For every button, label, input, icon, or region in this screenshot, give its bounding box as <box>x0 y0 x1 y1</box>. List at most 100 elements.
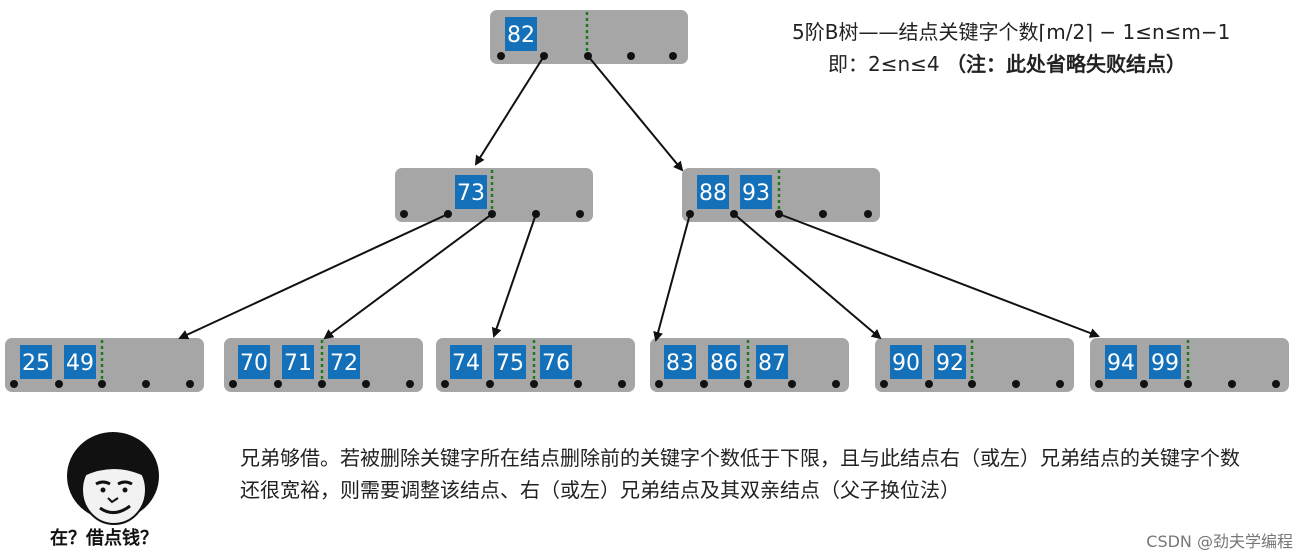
btree-node: 94 99 <box>1090 338 1289 392</box>
pointer-dot <box>880 380 888 388</box>
pointer-dot <box>864 210 872 218</box>
node-box <box>875 338 1074 392</box>
watermark: CSDN @劲夫学编程 <box>1146 532 1293 551</box>
pointer-dot <box>530 380 538 388</box>
key-label: 83 <box>666 351 694 376</box>
key-box <box>740 175 772 209</box>
key-label: 88 <box>699 181 727 206</box>
key-label: 49 <box>66 351 94 376</box>
key-box <box>282 345 314 379</box>
key-label: 87 <box>758 351 786 376</box>
btree-node: 88 93 <box>682 168 880 222</box>
key-box <box>20 345 52 379</box>
key-box <box>328 345 360 379</box>
key-box <box>505 17 537 51</box>
key-box <box>450 345 482 379</box>
key-box <box>238 345 270 379</box>
pointer-dot <box>274 380 282 388</box>
pointer-dot <box>98 380 106 388</box>
pointer-dot <box>186 380 194 388</box>
pointer-dot <box>627 52 635 60</box>
key-box <box>756 345 788 379</box>
pointer-dot <box>669 52 677 60</box>
key-label: 86 <box>710 351 738 376</box>
key-label: 94 <box>1107 351 1135 376</box>
pointer-dot <box>229 380 237 388</box>
pointer-dot <box>618 380 626 388</box>
pointer-dot <box>1056 380 1064 388</box>
pointer-dot <box>968 380 976 388</box>
pointer-dot <box>925 380 933 388</box>
edge-arrow <box>474 55 545 166</box>
node-box <box>490 10 688 64</box>
key-box <box>664 345 696 379</box>
key-label: 70 <box>240 351 268 376</box>
node-box <box>1090 338 1289 392</box>
edge-arrow <box>178 213 449 340</box>
pointer-dot <box>744 380 752 388</box>
pointer-dot <box>318 380 326 388</box>
pointer-dot <box>832 380 840 388</box>
key-box <box>890 345 922 379</box>
pointer-dot <box>10 380 18 388</box>
edge-arrow <box>778 213 1100 338</box>
node-box <box>395 168 593 222</box>
pointer-dot <box>441 380 449 388</box>
key-label: 90 <box>892 351 920 376</box>
btree-node: 25 49 <box>5 338 204 392</box>
key-box <box>697 175 729 209</box>
node-box <box>5 338 204 392</box>
meme-face-image <box>67 432 159 525</box>
btree-diagram: 82 73 88 93 25 49 70 71 72 74 75 76 83 86 87 90 92 94 99 <box>5 10 1289 392</box>
pointer-dot <box>655 380 663 388</box>
pointer-dot <box>700 380 708 388</box>
key-label: 71 <box>284 351 312 376</box>
pointer-dot <box>576 210 584 218</box>
key-box <box>1105 345 1137 379</box>
key-box <box>934 345 966 379</box>
btree-node: 70 71 72 <box>224 338 423 392</box>
header-formula: 5阶B树——结点关键字个数⌈m/2⌉ − 1≤n≤m−1 <box>792 20 1231 44</box>
key-label: 72 <box>330 351 358 376</box>
pointer-dot <box>406 380 414 388</box>
edge-arrow <box>587 55 684 172</box>
key-box <box>540 345 572 379</box>
key-label: 93 <box>742 181 770 206</box>
pointer-dot <box>819 210 827 218</box>
pointer-dot <box>486 380 494 388</box>
header-range: 即：2≤n≤4 （注：此处省略失败结点） <box>828 48 1186 77</box>
key-label: 74 <box>452 351 480 376</box>
pointer-dot <box>1184 380 1192 388</box>
pointer-dot <box>574 380 582 388</box>
key-label: 76 <box>542 351 570 376</box>
header-range-text: 即：2≤n≤4 <box>828 52 946 76</box>
key-box <box>708 345 740 379</box>
pointer-dot <box>142 380 150 388</box>
btree-node: 83 86 87 <box>650 338 849 392</box>
header-note: （注：此处省略失败结点） <box>946 52 1186 76</box>
key-box <box>64 345 96 379</box>
node-box <box>650 338 849 392</box>
pointer-dot <box>1272 380 1280 388</box>
pointer-dot <box>1095 380 1103 388</box>
key-label: 73 <box>457 181 485 206</box>
key-label: 25 <box>22 351 50 376</box>
meme-caption: 在？借点钱？ <box>50 528 158 549</box>
node-box <box>682 168 880 222</box>
key-label: 82 <box>507 23 535 48</box>
btree-node: 90 92 <box>875 338 1074 392</box>
edge-arrow <box>733 213 882 340</box>
description-text: 兄弟够借。若被删除关键字所在结点删除前的关键字个数低于下限，且与此结点右（或左）… <box>240 446 1240 502</box>
edge-arrow <box>323 213 493 340</box>
node-box <box>224 338 423 392</box>
pointer-dot <box>55 380 63 388</box>
btree-node: 73 <box>395 168 593 222</box>
pointer-dot <box>497 52 505 60</box>
pointer-dot <box>362 380 370 388</box>
key-label: 99 <box>1151 351 1179 376</box>
btree-node: 74 75 76 <box>436 338 635 392</box>
key-label: 75 <box>496 351 524 376</box>
key-box <box>455 175 487 209</box>
key-box <box>494 345 526 379</box>
key-label: 92 <box>936 351 964 376</box>
